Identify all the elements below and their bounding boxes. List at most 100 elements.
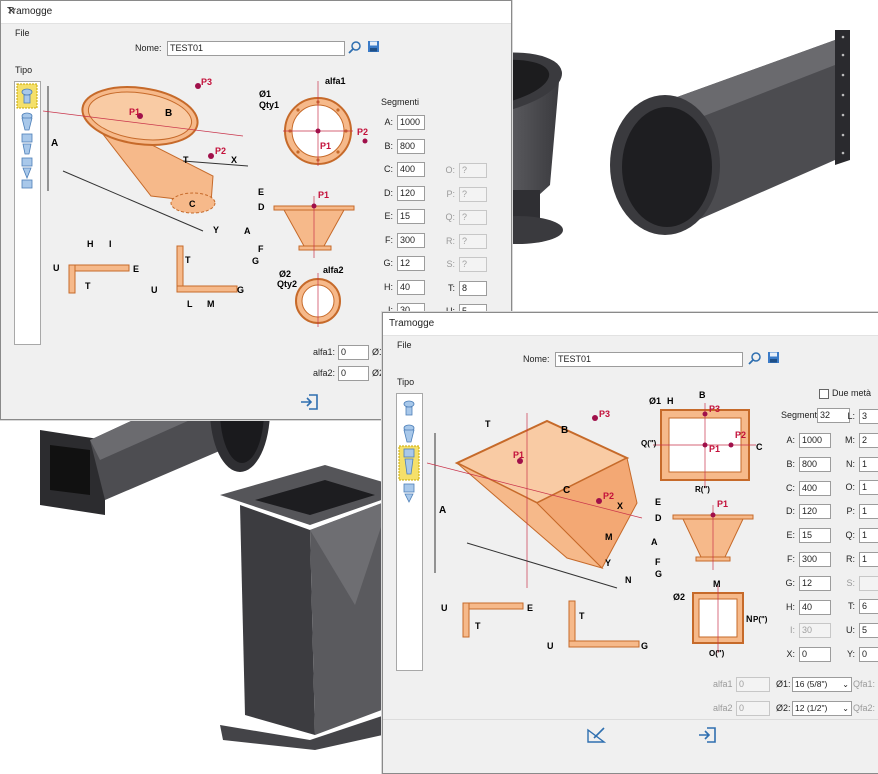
field-input[interactable]: 40	[799, 599, 831, 615]
field-input[interactable]: 400	[397, 162, 425, 177]
field-input[interactable]: 120	[799, 504, 831, 520]
detail1-t: T	[475, 621, 481, 631]
field-label: S:	[846, 577, 855, 588]
search-icon[interactable]	[348, 40, 362, 54]
segments-input[interactable]: 32	[817, 408, 850, 423]
phi1-label: Ø1:	[776, 679, 791, 689]
field-input[interactable]: ?	[459, 210, 487, 225]
field-input[interactable]: ?	[459, 163, 487, 178]
rect-bot-n: N	[746, 614, 753, 624]
field-input[interactable]: 120	[397, 185, 425, 201]
alfa1-input[interactable]: 0	[338, 345, 369, 360]
field-input[interactable]: 1	[859, 528, 878, 543]
profile2-d: D	[655, 513, 662, 523]
field-input[interactable]: 1	[859, 504, 878, 520]
label-m: M	[605, 532, 613, 542]
field-input[interactable]: 300	[799, 552, 831, 567]
field-input[interactable]: 8	[459, 280, 487, 296]
label-y: Y	[605, 558, 611, 568]
field-input[interactable]: 800	[397, 138, 425, 154]
exit-icon[interactable]	[697, 726, 717, 744]
profile2-a: A	[651, 537, 658, 547]
name-label: Nome:	[523, 354, 550, 364]
rect-top-p2: P2	[735, 430, 746, 440]
angle-detail-1: H I U E T	[53, 239, 139, 294]
detail2-u: U	[151, 285, 158, 295]
angle-detail-2: T U G	[547, 600, 648, 651]
draw-tool-icon[interactable]	[586, 726, 606, 744]
rect-flange-top: P1 P3 P2 B C Q(") R(") Ø1 H	[641, 390, 763, 494]
field-label: S:	[446, 259, 455, 269]
field-label: H:	[384, 281, 393, 292]
field-input[interactable]: 400	[799, 480, 831, 496]
field-input[interactable]: 1	[859, 551, 878, 567]
field-input[interactable]: 800	[799, 456, 831, 472]
detail1-u: U	[53, 263, 60, 273]
dialog-title: Tramogge	[389, 318, 435, 329]
rect-top-h: H	[667, 396, 674, 406]
field-input[interactable]	[859, 575, 878, 591]
qfa2-label: Qfa2:	[853, 703, 876, 713]
label-p1: P1	[129, 107, 140, 117]
field-input[interactable]: 0	[799, 647, 831, 663]
field-input[interactable]: ?	[459, 186, 487, 202]
field-input[interactable]: 1000	[799, 433, 831, 448]
detail2-l: L	[187, 299, 193, 309]
detail2-g: G	[237, 285, 244, 295]
field-label: G:	[383, 258, 393, 268]
field-input[interactable]: 1000	[397, 115, 425, 130]
tipo-selector[interactable]	[14, 81, 41, 345]
phi2-select[interactable]: 12 (1/2")⌄	[792, 701, 852, 716]
field-input[interactable]: 6	[859, 599, 878, 615]
label-a: A	[51, 138, 58, 149]
due-meta-checkbox[interactable]	[819, 389, 829, 399]
field-input[interactable]: 1	[859, 456, 878, 472]
field-input[interactable]: ?	[459, 257, 487, 272]
field-input[interactable]: 5	[859, 623, 878, 639]
field-label: H:	[786, 601, 795, 612]
field-input[interactable]: 30	[799, 623, 831, 639]
tipo-label: Tipo	[397, 377, 415, 387]
label-c: C	[563, 485, 570, 496]
rect-top-c: C	[756, 442, 763, 452]
profile2-g: G	[655, 569, 662, 579]
alfa1-input[interactable]: 0	[736, 677, 770, 692]
save-icon[interactable]	[367, 40, 380, 53]
save-icon[interactable]	[767, 351, 780, 364]
close-icon[interactable]: ✕	[7, 6, 16, 17]
field-input[interactable]: 15	[799, 528, 831, 544]
field-input[interactable]: 12	[397, 256, 425, 271]
field-input[interactable]: 15	[397, 209, 425, 224]
field-input[interactable]: 300	[397, 232, 425, 248]
exit-icon[interactable]	[299, 393, 319, 411]
tipo-selector[interactable]	[396, 393, 423, 671]
name-input[interactable]: TEST01	[167, 41, 345, 56]
field-label: A:	[384, 117, 393, 127]
phi1-select-value: 16 (5/8")	[795, 679, 828, 689]
field-input[interactable]: 1	[859, 480, 878, 496]
label-qty1: Qty1	[259, 100, 279, 110]
field-input[interactable]: 0	[859, 647, 878, 662]
detail2-m: M	[207, 299, 215, 309]
field-input[interactable]: 2	[859, 432, 878, 448]
profile2-p1: P1	[717, 499, 728, 509]
menu-file[interactable]: File	[15, 28, 30, 38]
field-input[interactable]: 40	[397, 279, 425, 295]
field-input[interactable]: 3	[859, 409, 878, 424]
search-icon[interactable]	[748, 351, 762, 365]
alfa2-input[interactable]: 0	[338, 366, 369, 381]
angle-detail-1: U E T	[441, 602, 533, 638]
alfa2-input[interactable]: 0	[736, 701, 770, 716]
phi1-select[interactable]: 16 (5/8")⌄	[792, 677, 852, 692]
detail1-e: E	[527, 603, 533, 613]
name-input[interactable]: TEST01	[555, 352, 743, 367]
field-input[interactable]: 12	[799, 575, 831, 591]
profile2-f: F	[655, 557, 661, 567]
hopper-dialog-2: Tramogge File Nome: TEST01 Tipo P	[382, 312, 878, 774]
field-input[interactable]: ?	[459, 233, 487, 249]
field-label: D:	[786, 506, 795, 517]
alfa2-label: alfa2	[713, 703, 733, 713]
profile2-e: E	[655, 497, 661, 507]
field-label: I:	[387, 305, 393, 315]
menu-file[interactable]: File	[397, 340, 412, 350]
